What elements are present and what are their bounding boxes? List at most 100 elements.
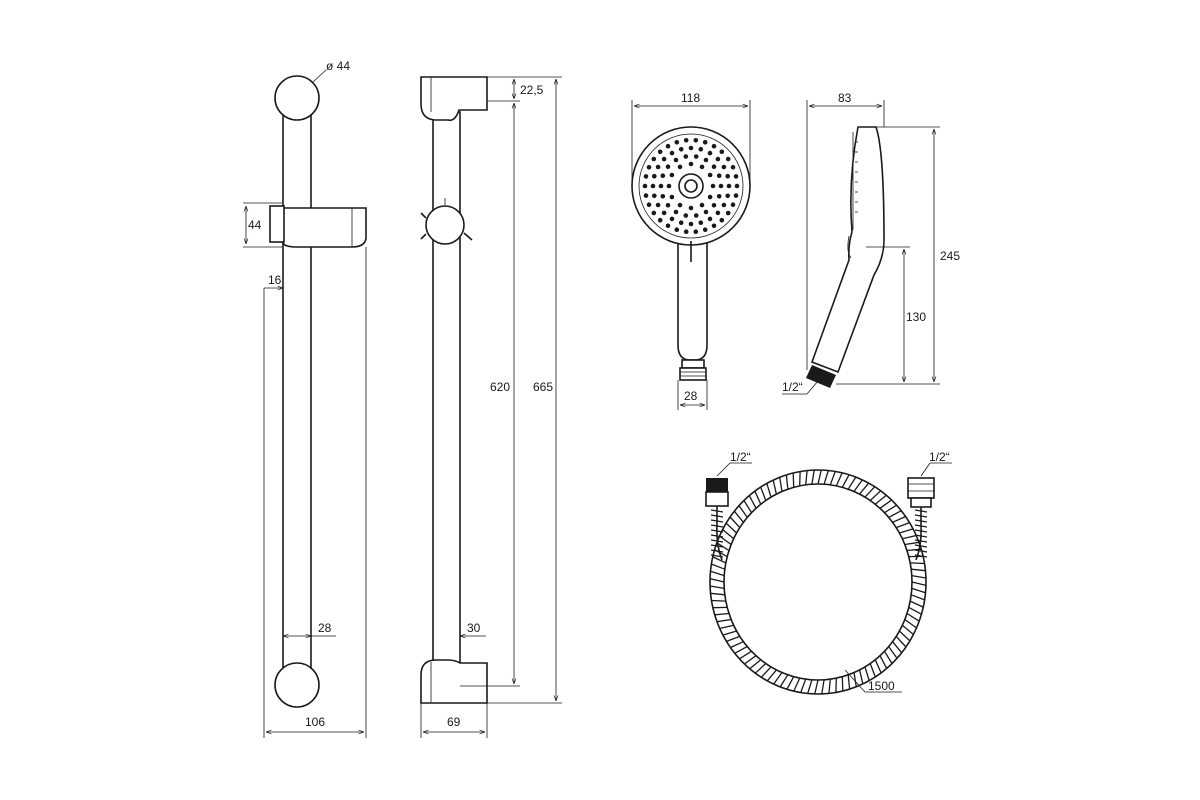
hand-shower-side-body: [810, 126, 885, 374]
spray-nozzle: [711, 223, 717, 229]
hose-coil-rib: [895, 521, 910, 529]
hand-shower-front-handle: [677, 231, 708, 361]
spray-nozzle: [669, 150, 675, 156]
hose-coil-rib: [754, 663, 767, 674]
hose-coil-rib: [911, 587, 926, 594]
hose-tail-rib: [914, 539, 928, 543]
hose-right-fitting: [907, 477, 935, 508]
hose-coil-rib: [828, 679, 831, 694]
hose-coil-rib: [805, 470, 808, 485]
spray-nozzle: [703, 209, 709, 215]
rail-bottom-end: [274, 662, 320, 708]
hose-coil-rib: [766, 669, 777, 682]
spray-nozzle: [642, 183, 648, 189]
dim-total-height: 245: [940, 249, 960, 263]
hand-shower-side-view: 83 245 130 1/2“: [782, 91, 960, 395]
hose-tail-rib: [914, 519, 928, 523]
hose-coil-rib: [835, 472, 843, 487]
hose-tail-rib: [914, 529, 928, 533]
hose-coil-rib: [754, 490, 762, 505]
spray-nozzle: [665, 203, 671, 208]
spray-nozzle: [652, 193, 657, 199]
hose-tail-rib: [710, 539, 724, 543]
hose-coil-rib: [888, 510, 902, 518]
hose-coil-rib: [800, 678, 807, 693]
hose-coil-rib: [793, 677, 801, 692]
spray-nozzle: [688, 161, 694, 167]
spray-nozzle: [660, 194, 666, 199]
spray-nozzle: [678, 147, 684, 152]
dim-slider-height: 44: [248, 218, 262, 232]
hose-coil-rib: [821, 679, 825, 695]
dim-bracket-width: 69: [447, 715, 461, 729]
rail-front-view: ø 44 44 16 28 106: [243, 59, 367, 738]
hose-coil-rib: [712, 556, 727, 564]
spray-nozzle: [719, 217, 725, 223]
spray-nozzle: [716, 194, 722, 199]
hose-coil-rib: [709, 585, 725, 590]
spray-nozzle: [730, 202, 736, 207]
spray-nozzle: [688, 221, 694, 227]
spray-nozzle: [661, 156, 667, 162]
spray-nozzle: [643, 174, 649, 179]
hose-tail-rib: [914, 544, 928, 548]
hose-coil-rib: [739, 650, 752, 660]
spray-nozzle: [718, 183, 724, 189]
dim-top-offset: 22,5: [520, 83, 544, 97]
spray-nozzle: [674, 227, 680, 232]
hose-coil-rib: [743, 500, 753, 514]
rail-side-bottom-bracket: [420, 659, 488, 704]
hose-tail-rib: [914, 509, 928, 513]
hose-coil-rib: [869, 490, 882, 501]
hose-coil-rib: [760, 666, 772, 678]
spray-nozzle: [711, 203, 717, 208]
spray-nozzle: [661, 210, 667, 216]
spray-nozzle: [669, 194, 675, 200]
hose-coil-rib: [726, 635, 741, 643]
hose-coil-rib: [911, 581, 927, 587]
hose-coil-rib: [864, 486, 876, 498]
hose-coil-rib: [730, 641, 744, 649]
dim-side-thread: 1/2“: [782, 380, 803, 394]
hose-coil-rib: [902, 534, 917, 540]
spray-nozzle: [665, 223, 671, 229]
spray-nozzle: [651, 210, 657, 216]
hose-coil-rib: [786, 676, 795, 690]
hose-coil-rib: [792, 472, 795, 488]
hose-coil-rib: [807, 679, 813, 694]
spray-nozzle: [725, 210, 731, 216]
hose-coil-rib: [853, 672, 857, 687]
spray-nozzle: [707, 150, 713, 156]
hose-coil-rib: [869, 663, 876, 678]
hose-coil-rib: [716, 618, 732, 623]
hose-coil-rib: [898, 630, 911, 642]
hose-tail-rib: [914, 524, 928, 528]
spray-nozzle: [725, 156, 731, 162]
spray-nozzle: [669, 172, 675, 178]
hose-coil-rib: [910, 594, 925, 601]
hose-coil-rib: [714, 612, 730, 616]
hose-coil-rib: [910, 562, 925, 565]
spray-nozzle: [693, 154, 699, 159]
spray-nozzle: [702, 140, 708, 145]
rail-side-view: 22,5 620 665 30 69: [420, 76, 562, 738]
spray-nozzle: [693, 138, 699, 143]
spray-nozzle: [683, 229, 689, 234]
hose-coil-rib: [719, 535, 732, 546]
spray-nozzle: [730, 165, 736, 170]
spray-nozzle: [733, 174, 739, 179]
dim-total-length: 665: [533, 380, 553, 394]
hose-coil-rib: [749, 659, 762, 670]
hose-tail-rib: [710, 554, 724, 558]
spray-nozzle: [673, 209, 679, 215]
hose-coil-rib: [733, 510, 744, 523]
hose-coil-rib: [864, 666, 870, 681]
hose-tail-rib: [710, 529, 724, 533]
spray-nozzle: [657, 149, 663, 155]
spray-nozzle: [721, 202, 727, 208]
hose-coil-rib: [772, 479, 778, 495]
hose-coil-rib: [841, 676, 844, 692]
dim-top-end-diameter: ø 44: [326, 59, 350, 73]
hose-coil-rib: [817, 469, 822, 485]
hose-coil-rib: [906, 548, 922, 552]
